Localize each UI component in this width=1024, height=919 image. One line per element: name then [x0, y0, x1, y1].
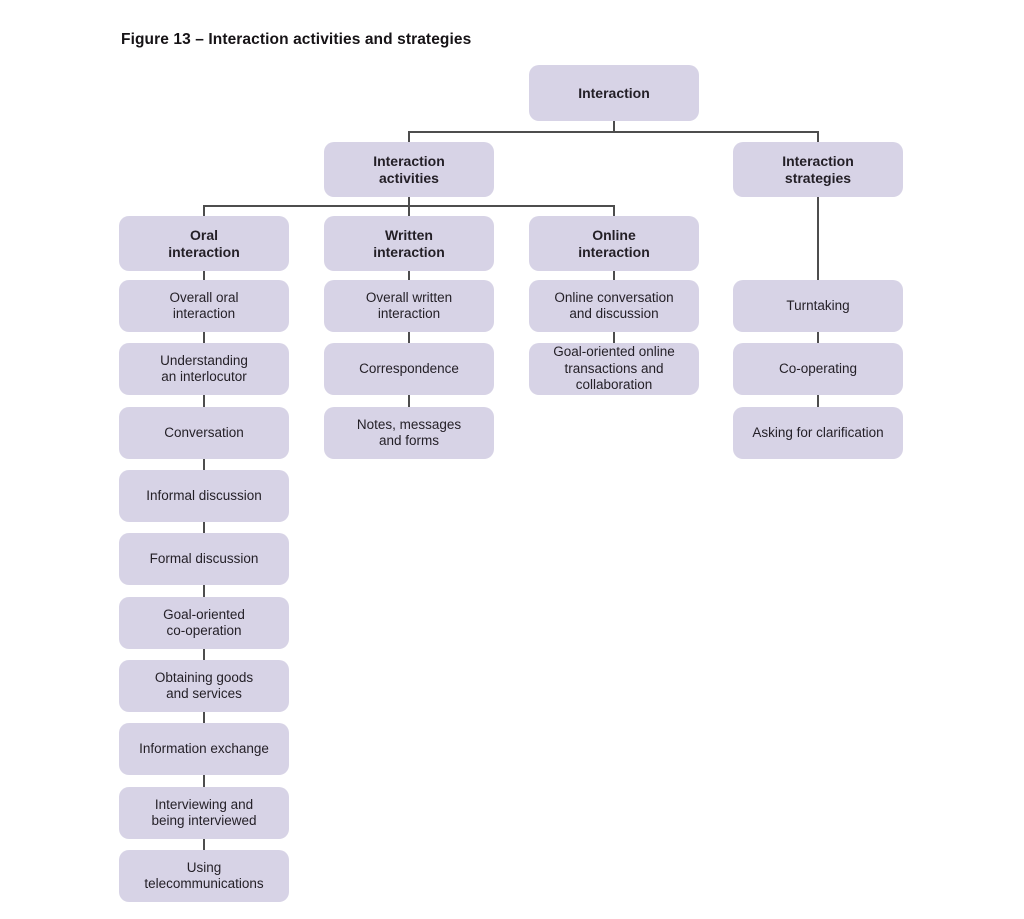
connector-level3-bus: [203, 205, 614, 207]
connector-tick: [203, 649, 205, 660]
node-informal-discussion: Informal discussion: [119, 470, 289, 522]
connector-tick: [203, 775, 205, 787]
node-obtaining-goods-and-services: Obtaining goods and services: [119, 660, 289, 712]
node-understanding-an-interlocutor: Understanding an interlocutor: [119, 343, 289, 395]
connector-tick: [203, 712, 205, 723]
node-overall-oral-interaction: Overall oral interaction: [119, 280, 289, 332]
node-correspondence: Correspondence: [324, 343, 494, 395]
connector-tick: [203, 395, 205, 407]
node-notes-messages-and-forms: Notes, messages and forms: [324, 407, 494, 459]
node-written-interaction: Written interaction: [324, 216, 494, 271]
figure-title: Figure 13 – Interaction activities and s…: [121, 31, 472, 48]
connector-tick: [408, 395, 410, 407]
node-interaction: Interaction: [529, 65, 699, 121]
node-overall-written-interaction: Overall written interaction: [324, 280, 494, 332]
connector-level2-bus: [408, 131, 818, 133]
connector-tick: [613, 271, 615, 280]
connector-tick: [203, 839, 205, 850]
node-goal-oriented-co-operation: Goal-oriented co-operation: [119, 597, 289, 649]
node-co-operating: Co-operating: [733, 343, 903, 395]
connector-strategies-down: [817, 197, 819, 280]
node-online-interaction: Online interaction: [529, 216, 699, 271]
connector-tick: [817, 332, 819, 343]
node-goal-oriented-online-transactions-and-collaboration: Goal-oriented online transactions and co…: [529, 343, 699, 395]
node-online-conversation-and-discussion: Online conversation and discussion: [529, 280, 699, 332]
connector-online-drop: [613, 205, 615, 217]
node-interviewing-and-being-interviewed: Interviewing and being interviewed: [119, 787, 289, 839]
node-formal-discussion: Formal discussion: [119, 533, 289, 585]
node-using-telecommunications: Using telecommunications: [119, 850, 289, 902]
connector-root-drop: [613, 121, 615, 132]
node-interaction-activities: Interaction activities: [324, 142, 494, 197]
connector-tick: [613, 332, 615, 343]
connector-tick: [203, 522, 205, 533]
connector-tick: [203, 585, 205, 597]
node-conversation: Conversation: [119, 407, 289, 459]
connector-oral-drop: [203, 205, 205, 217]
connector-tick: [203, 459, 205, 470]
node-information-exchange: Information exchange: [119, 723, 289, 775]
connector-tick: [817, 395, 819, 407]
node-oral-interaction: Oral interaction: [119, 216, 289, 271]
connector-tick: [203, 332, 205, 343]
connector-activities-down: [408, 197, 410, 217]
connector-tick: [408, 271, 410, 280]
connector-strategies-drop: [817, 131, 819, 143]
connector-tick: [203, 271, 205, 280]
node-interaction-strategies: Interaction strategies: [733, 142, 903, 197]
connector-tick: [408, 332, 410, 343]
node-asking-for-clarification: Asking for clarification: [733, 407, 903, 459]
connector-activities-drop: [408, 131, 410, 143]
node-turntaking: Turntaking: [733, 280, 903, 332]
